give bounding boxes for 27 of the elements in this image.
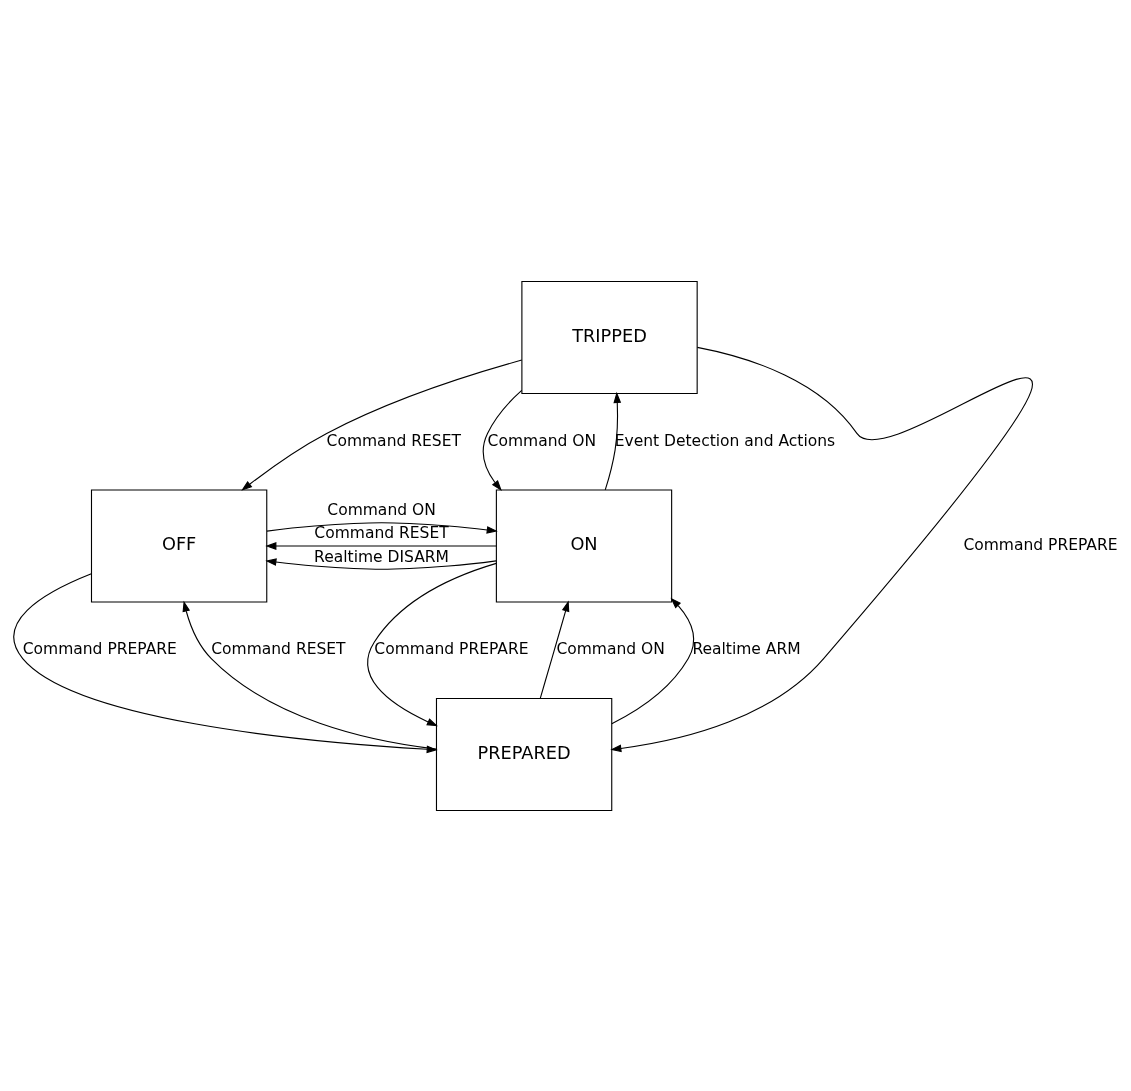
edge-label: Command ON xyxy=(556,639,665,658)
arrow xyxy=(241,359,523,491)
arrow xyxy=(539,600,570,699)
edge-label: Command ON xyxy=(327,500,436,519)
node-box: ON xyxy=(495,488,673,603)
arrow xyxy=(182,600,437,750)
arrow xyxy=(610,346,1032,752)
edge-label: Command PREPARE xyxy=(374,639,529,658)
edge-label: Command RESET xyxy=(211,639,346,658)
edge-label: Realtime DISARM xyxy=(314,547,450,566)
node-box: PREPARED xyxy=(435,697,613,811)
edge-label: Command ON xyxy=(487,431,597,450)
node-box: OFF xyxy=(90,488,268,603)
edge-label: Command RESET xyxy=(326,431,461,450)
edge-label: Command PREPARE xyxy=(963,535,1118,554)
arrow xyxy=(265,557,497,570)
node-box: TRIPPED xyxy=(521,280,698,394)
arrow xyxy=(604,391,622,490)
arrow xyxy=(611,597,695,724)
arrow xyxy=(482,389,523,491)
edge-label: Realtime ARM xyxy=(692,639,801,658)
arrow xyxy=(265,541,497,550)
edge-label: Event Detection and Actions xyxy=(614,431,836,450)
arrow xyxy=(367,562,497,726)
edge-label: Command RESET xyxy=(314,523,449,542)
arrow xyxy=(266,521,498,534)
edge-label: Command PREPARE xyxy=(22,639,177,658)
